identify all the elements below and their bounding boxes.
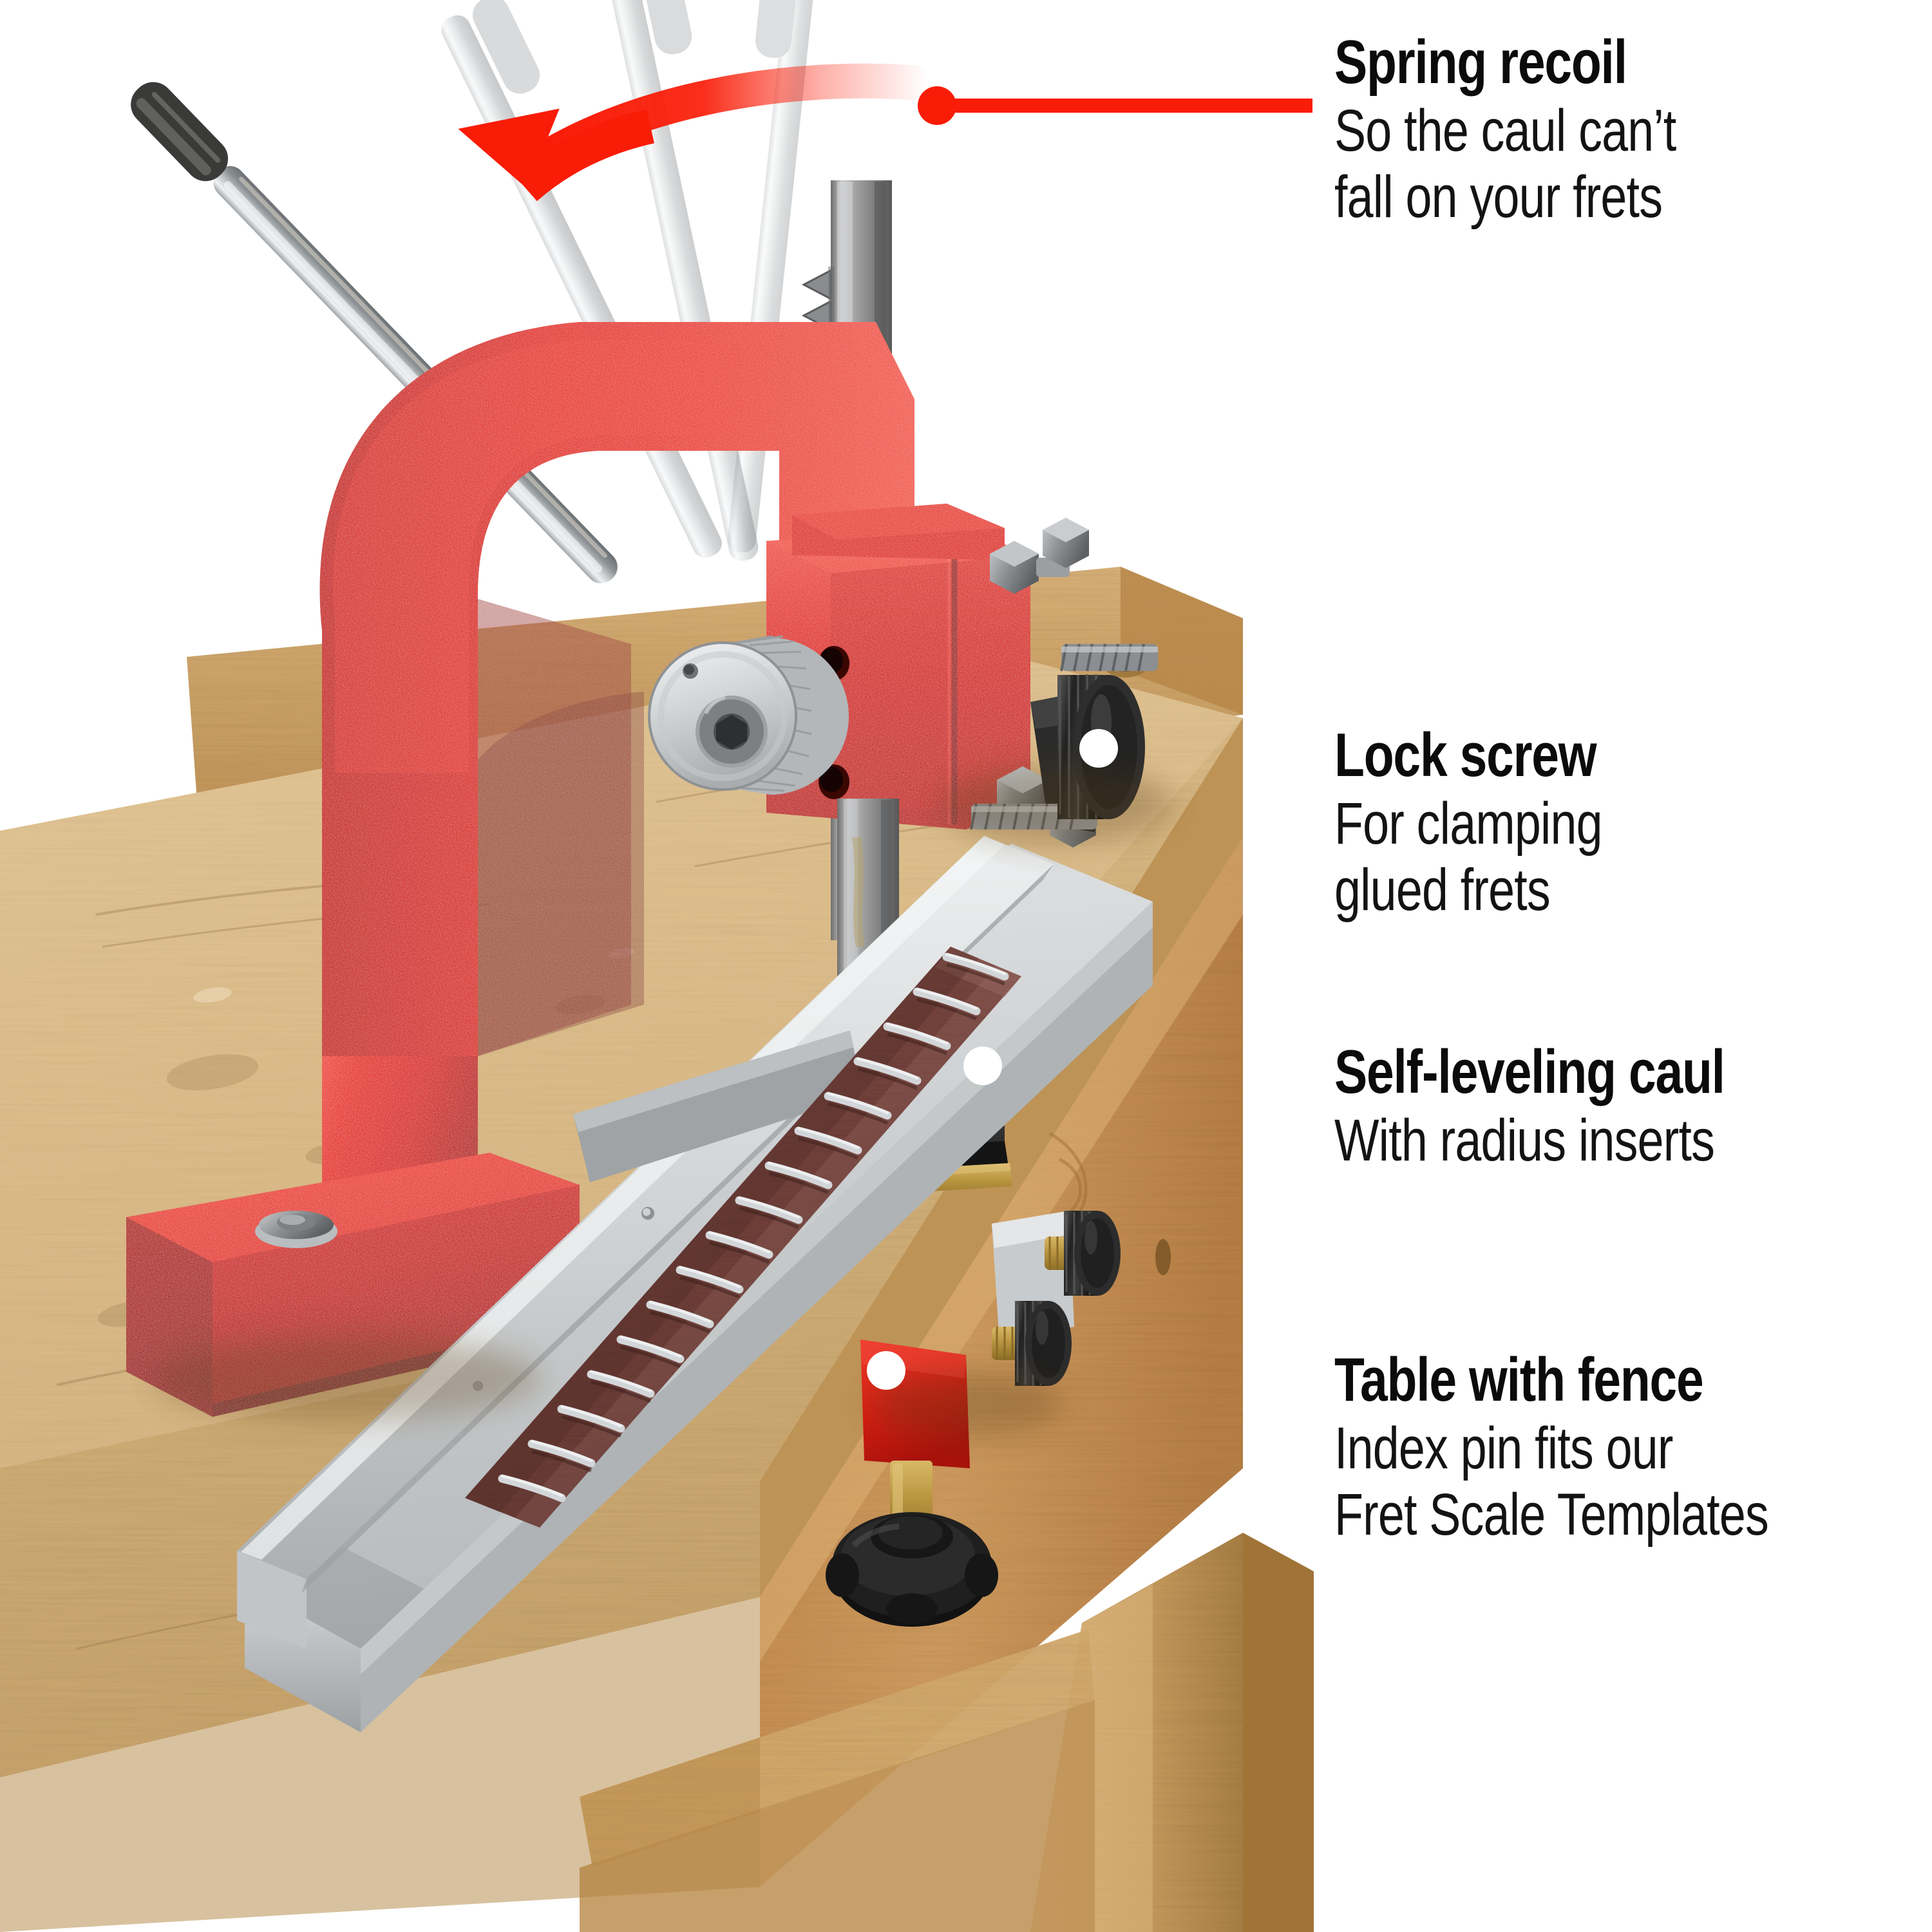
- callout-body: Index pin fits our Fret Scale Templates: [1334, 1415, 1769, 1548]
- callout-spring-recoil: Spring recoil So the caul can’t fall on …: [1334, 31, 1761, 231]
- base-mounting-bolt: [255, 1211, 337, 1248]
- callout-body: With radius inserts: [1334, 1108, 1725, 1174]
- callout-title: Table with fence: [1334, 1345, 1704, 1414]
- callout-body-line: For clamping: [1334, 790, 1603, 857]
- handle-grip-cap: [131, 82, 229, 182]
- callout-lock-screw: Lock screw For clamping glued frets: [1334, 724, 1669, 923]
- callout-body-line: Index pin fits our: [1334, 1415, 1673, 1481]
- callout-table-with-fence: Table with fence Index pin fits our Fret…: [1334, 1349, 1877, 1548]
- leader-line-lock-screw: [1079, 729, 1312, 768]
- callout-title: Lock screw: [1334, 721, 1597, 790]
- callout-self-leveling-caul: Self-leveling caul With radius inserts: [1334, 1041, 1822, 1174]
- leader-line-spring-recoil: [918, 86, 1312, 125]
- callout-body-line: So the caul can’t: [1334, 97, 1676, 164]
- leader-line-table-with-fence: [867, 1351, 1312, 1390]
- bench-clamp-foot[interactable]: [826, 1340, 998, 1627]
- press-head-block: [766, 504, 1030, 829]
- press-table-with-fence: [237, 836, 1153, 1732]
- callout-body-line: glued frets: [1334, 857, 1551, 923]
- callout-body-line: With radius inserts: [1334, 1107, 1715, 1173]
- spring-recoil-arrow: [458, 63, 929, 202]
- pinion-shaft-hub[interactable]: [648, 635, 849, 795]
- callout-body: So the caul can’t fall on your frets: [1334, 98, 1676, 231]
- callout-title: Self-leveling caul: [1334, 1037, 1725, 1106]
- callout-body-line: Fret Scale Templates: [1334, 1481, 1769, 1548]
- contact-shadows: [155, 766, 1172, 1436]
- fret-wires: [498, 952, 1009, 1502]
- callout-body-line: fall on your frets: [1334, 164, 1663, 230]
- threaded-stud-upper: [1060, 643, 1158, 672]
- callout-body: For clamping glued frets: [1334, 790, 1603, 923]
- fret-wire-highlights: [500, 952, 1007, 1497]
- callout-title: Spring recoil: [1334, 28, 1627, 97]
- leader-line-self-leveling-caul: [963, 1046, 1312, 1085]
